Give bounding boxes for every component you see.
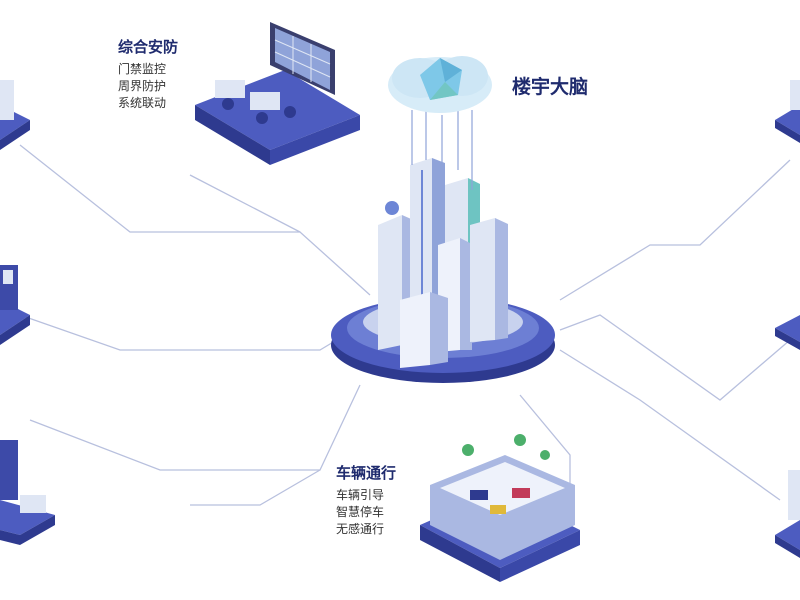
connector-line xyxy=(189,174,301,233)
city-buildings xyxy=(378,158,508,368)
center-title: 楼宇大脑 xyxy=(512,76,589,98)
module-title: 综合安防 xyxy=(118,38,179,56)
module-vehicle: 车辆通行 车辆引导 智慧停车 无感通行 xyxy=(336,462,396,538)
module-item: 门禁监控 xyxy=(118,62,167,76)
connector-line xyxy=(559,314,791,401)
left-platform-top xyxy=(0,80,30,150)
vehicle-platform xyxy=(420,434,580,582)
module-item: 系统联动 xyxy=(118,96,167,110)
module-item: 无感通行 xyxy=(336,522,385,536)
connector-line xyxy=(19,144,371,296)
module-item: 车辆引导 xyxy=(336,488,385,502)
module-item: 智慧停车 xyxy=(336,505,385,519)
connector-line xyxy=(559,159,791,301)
right-platform-bottom xyxy=(775,470,800,558)
connector-lines xyxy=(19,144,791,520)
module-title: 车辆通行 xyxy=(336,464,397,482)
connector-line xyxy=(559,349,781,501)
module-security: 综合安防 门禁监控 周界防护 系统联动 xyxy=(118,36,178,112)
security-platform xyxy=(195,22,360,165)
left-platform-bottom xyxy=(0,440,55,545)
module-item: 周界防护 xyxy=(118,79,167,93)
right-platform-mid xyxy=(775,315,800,350)
connector-line xyxy=(190,469,321,506)
connector-line xyxy=(19,314,371,351)
right-platform-top xyxy=(775,80,800,143)
left-platform-mid xyxy=(0,265,30,345)
cloud-brain-icon xyxy=(388,56,492,190)
connector-line xyxy=(29,384,361,471)
